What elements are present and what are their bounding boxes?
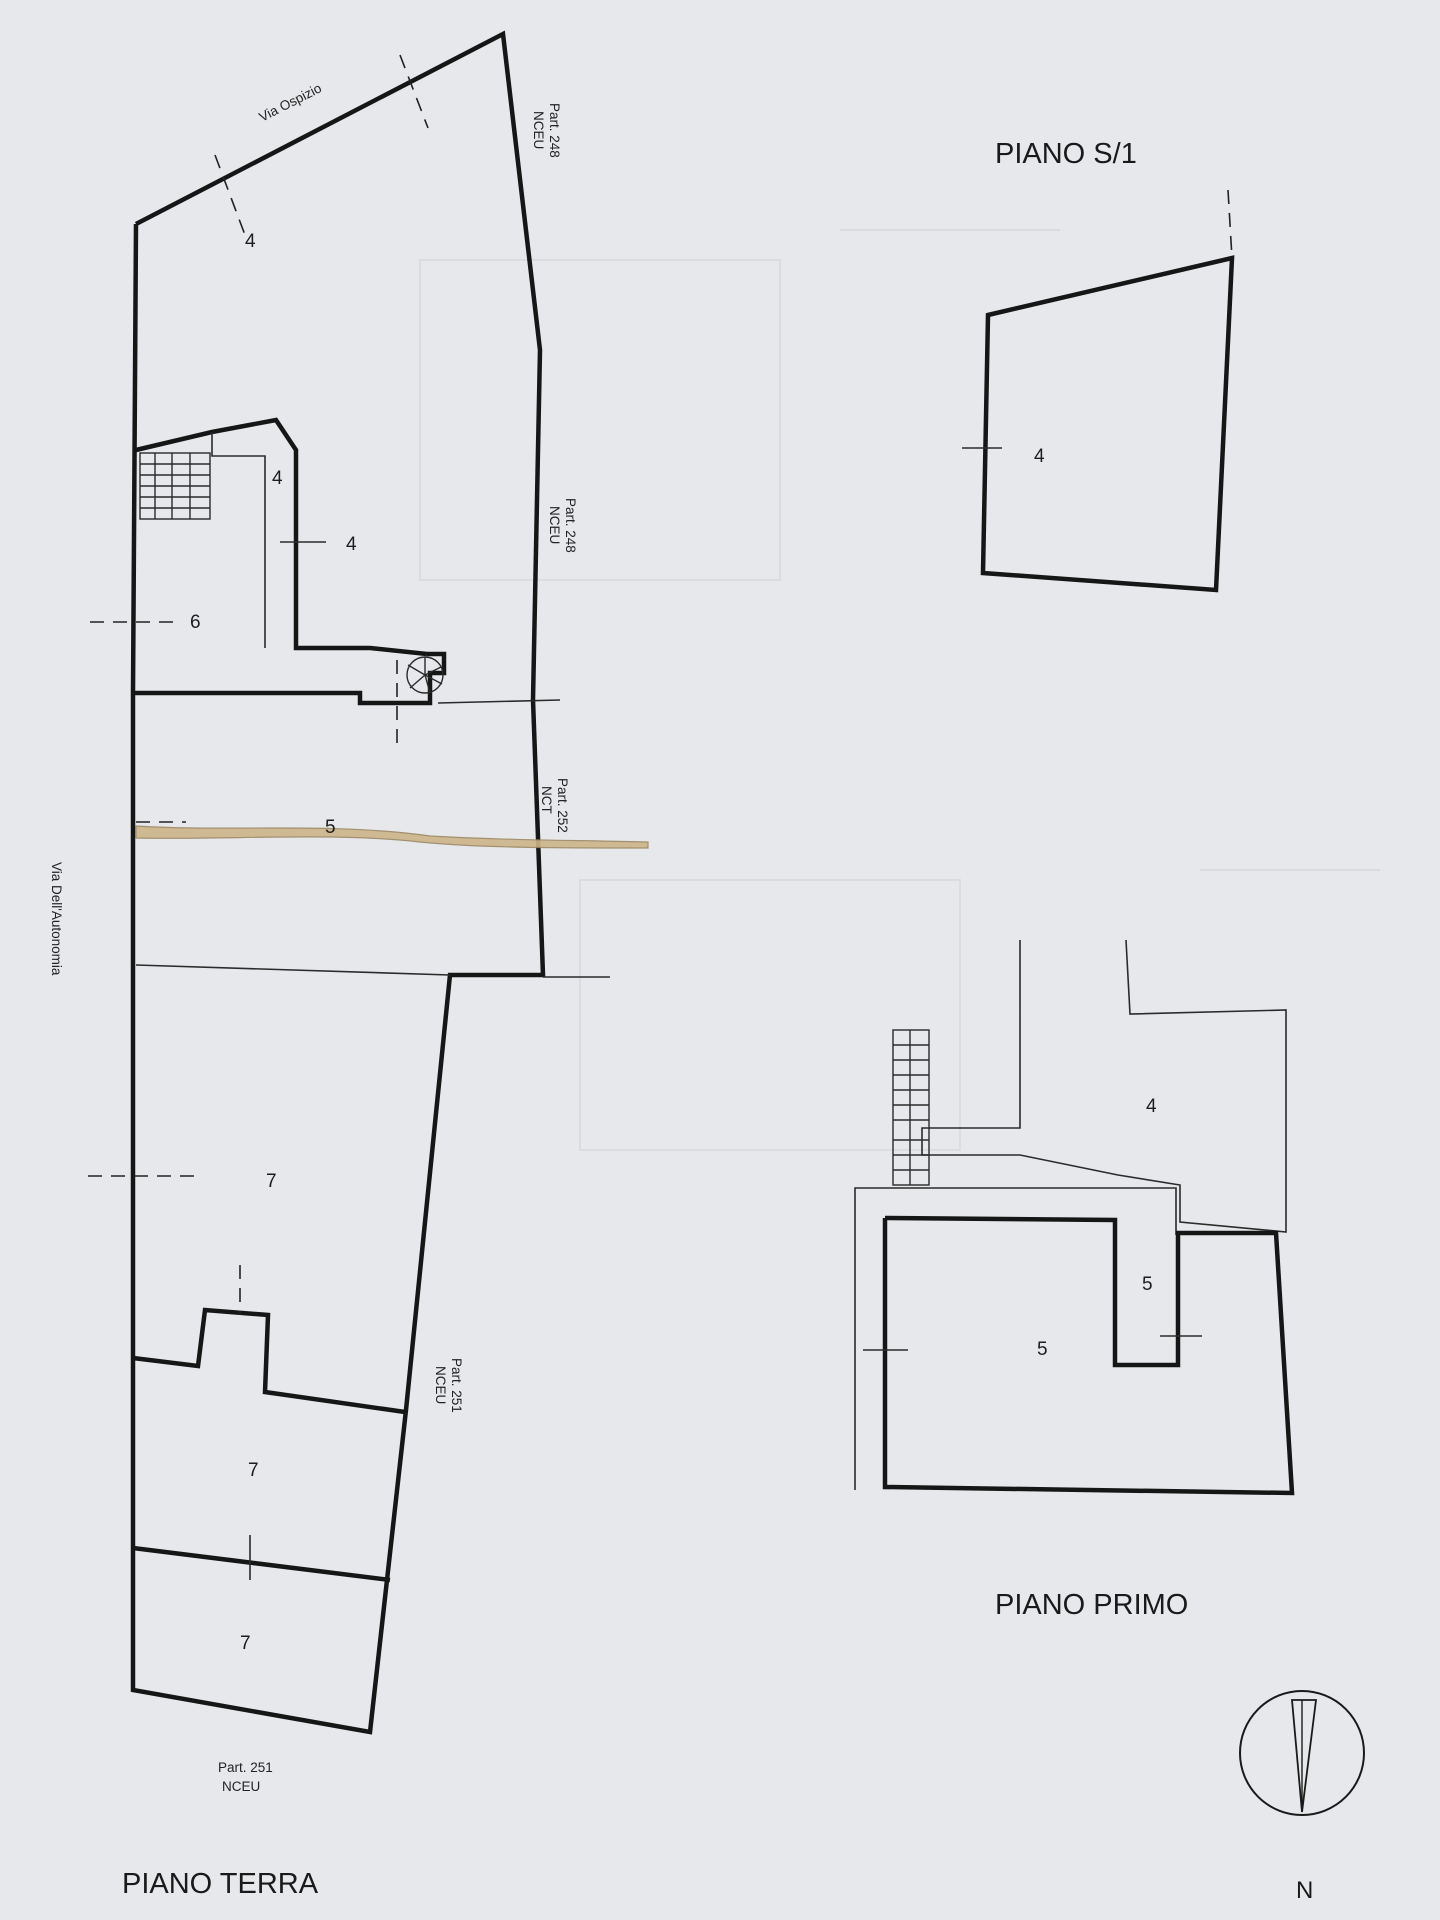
parcel-248-mid: Part. 248 NCEU [547,498,578,553]
parcel-248-top: Part. 248 NCEU [531,103,562,158]
street-via-autonomia: Via Dell'Autonomia [49,862,64,976]
cut-line-top [214,154,246,236]
room-label: 6 [190,612,201,633]
terra-spiral-stair [406,656,444,694]
terra-corridor-inner [211,432,266,648]
room-label: 4 [1034,446,1045,467]
terra-line-5-7 [135,964,451,976]
room-label: 7 [266,1171,277,1192]
room-label: 5 [1037,1339,1048,1360]
ghost-reverse-print [419,229,1380,1151]
plan-piano-terra [88,30,649,1735]
svg-text:Part. 248: Part. 248 [563,498,578,553]
room-label: 4 [272,468,283,489]
s1-cut-line [1227,189,1233,259]
cut-line-top-right [399,54,429,129]
terra-straight-stair [139,452,211,520]
compass-icon [1239,1690,1365,1816]
primo-stair [892,1029,930,1186]
tear-strip [135,825,649,849]
title-piano-terra: PIANO TERRA [122,1868,319,1900]
room-label: 4 [1146,1096,1157,1117]
primo-room-4 [921,939,1287,1233]
parcel-251-side: Part. 251 NCEU [433,1358,464,1413]
compass-north-label: N [1296,1877,1313,1904]
room-label: 4 [346,534,357,555]
parcel-252: Part. 252 NCT [539,778,570,833]
plan-piano-primo [854,939,1295,1496]
room-label: 5 [325,817,336,838]
svg-text:Part. 251: Part. 251 [218,1760,273,1775]
terra-wall-bottom-room [132,1545,391,1583]
primo-outer-wall [882,1215,1295,1496]
terra-wall-upper [133,651,447,706]
terra-stair-corridor [135,417,428,657]
svg-text:NCEU: NCEU [222,1779,260,1794]
street-via-ospizio: Via Ospizio [257,80,324,124]
svg-text:NCEU: NCEU [531,111,546,149]
primo-terrace [854,1187,1177,1490]
svg-text:NCEU: NCEU [547,506,562,544]
svg-text:Part. 252: Part. 252 [555,778,570,833]
room-label: 7 [248,1460,259,1481]
terra-wall-lower [132,1307,406,1415]
svg-text:Part. 251: Part. 251 [449,1358,464,1413]
room-label: 4 [245,231,256,252]
plan-piano-s1 [962,189,1235,593]
room-label: 5 [1142,1274,1153,1295]
terra-boundary-252 [437,699,561,704]
title-piano-s1: PIANO S/1 [995,138,1137,170]
svg-text:Part. 248: Part. 248 [547,103,562,158]
s1-outer-wall [980,255,1235,593]
room-label: 7 [240,1633,251,1654]
terra-outer-wall [130,30,546,1735]
svg-text:NCEU: NCEU [433,1366,448,1404]
parcel-251-bottom: Part. 251 NCEU [218,1760,273,1794]
svg-text:NCT: NCT [539,786,554,814]
title-piano-primo: PIANO PRIMO [995,1589,1188,1621]
